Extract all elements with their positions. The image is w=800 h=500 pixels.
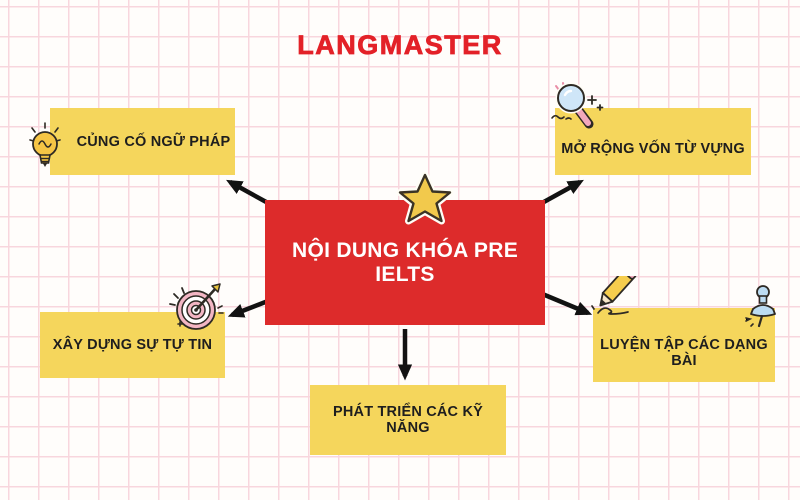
node-center: NỘI DUNG KHÓA PRE IELTS xyxy=(265,200,545,325)
node-confidence: XÂY DỰNG SỰ TỰ TIN xyxy=(40,312,225,378)
arrow-to-grammar xyxy=(226,179,270,205)
node-skills-label: PHÁT TRIỂN CÁC KỸ NĂNG xyxy=(332,404,483,436)
node-exercises-label: LUYỆN TẬP CÁC DẠNG BÀI xyxy=(600,337,768,369)
node-grammar: CỦNG CỐ NGỮ PHÁP xyxy=(50,108,235,175)
node-center-label: NỘI DUNG KHÓA PRE IELTS xyxy=(292,238,518,286)
node-grammar-label: CỦNG CỐ NGỮ PHÁP xyxy=(76,133,231,150)
node-vocabulary-label: MỞ RỘNG VỐN TỪ VỰNG xyxy=(561,140,745,157)
arrow-to-vocabulary xyxy=(540,179,584,205)
node-vocabulary: MỞ RỘNG VỐN TỪ VỰNG xyxy=(555,108,751,175)
langmaster-logo: LANGMASTER xyxy=(297,30,503,61)
arrow-to-exercises xyxy=(539,290,593,316)
node-confidence-label: XÂY DỰNG SỰ TỰ TIN xyxy=(52,337,213,353)
arrow-to-confidence xyxy=(227,298,269,318)
node-exercises: LUYỆN TẬP CÁC DẠNG BÀI xyxy=(593,308,775,382)
node-skills: PHÁT TRIỂN CÁC KỸ NĂNG xyxy=(310,385,506,455)
